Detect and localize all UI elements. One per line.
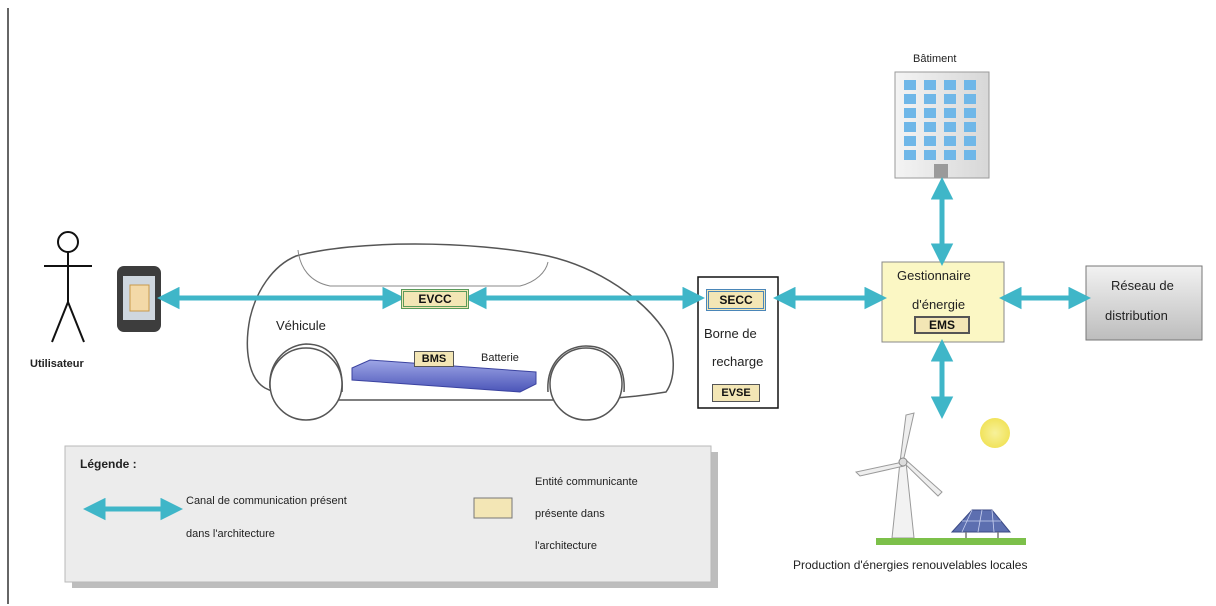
building-window <box>924 108 936 118</box>
user-label: Utilisateur <box>30 358 84 370</box>
building-window <box>924 94 936 104</box>
building-window <box>924 136 936 146</box>
building-window <box>964 150 976 160</box>
legend-entity-line3: l'architecture <box>535 540 598 552</box>
building-icon <box>894 71 990 179</box>
solar-panel-icon <box>950 509 1012 542</box>
building-window <box>944 150 956 160</box>
legend-title: Légende : <box>80 457 137 471</box>
legend-channel-line1: Canal de communication présent <box>186 495 347 507</box>
sun-icon <box>980 418 1010 448</box>
building-window <box>924 150 936 160</box>
ems-tag: EMS <box>914 316 970 334</box>
charger-label-line2: recharge <box>712 354 764 369</box>
battery-icon <box>351 359 537 393</box>
building-window <box>944 108 956 118</box>
building-window <box>904 122 916 132</box>
legend-entity-swatch <box>473 497 513 519</box>
building-window <box>904 136 916 146</box>
car-icon <box>246 243 674 421</box>
building-window <box>964 108 976 118</box>
building-window <box>964 80 976 90</box>
bms-tag: BMS <box>414 351 454 367</box>
charger-label-line1: Borne de <box>704 326 757 341</box>
evcc-tag: EVCC <box>401 289 469 309</box>
building-window <box>944 136 956 146</box>
grid-box <box>1085 265 1203 341</box>
evse-tag: EVSE <box>712 384 760 402</box>
legend-channel-line2: dans l'architecture <box>186 528 275 540</box>
building-window <box>904 150 916 160</box>
legend-entity-line2: présente dans <box>535 508 605 520</box>
building-window <box>924 122 936 132</box>
ems-label-line2: d'énergie <box>912 297 966 312</box>
building-window <box>944 94 956 104</box>
grid-label-line1: Réseau de <box>1111 278 1174 293</box>
building-window <box>904 94 916 104</box>
building-window <box>964 122 976 132</box>
building-window <box>924 80 936 90</box>
building-window <box>904 108 916 118</box>
wind-turbine-icon <box>854 412 943 539</box>
secc-tag: SECC <box>706 289 766 311</box>
battery-label: Batterie <box>481 352 519 364</box>
smartphone-icon <box>117 266 161 332</box>
ems-label-line1: Gestionnaire <box>897 268 971 283</box>
building-window <box>964 94 976 104</box>
legend-entity-line1: Entité communicante <box>535 476 638 488</box>
communication-channels <box>157 177 1091 419</box>
building-window <box>944 122 956 132</box>
user-figure-icon <box>44 231 92 343</box>
building-window <box>944 80 956 90</box>
building-window <box>964 136 976 146</box>
legend-box <box>64 445 718 588</box>
grass-strip <box>876 538 1026 545</box>
vehicle-label: Véhicule <box>276 318 326 333</box>
renewables-label: Production d'énergies renouvelables loca… <box>793 558 1028 572</box>
building-label: Bâtiment <box>913 53 957 65</box>
grid-label-line2: distribution <box>1105 308 1168 323</box>
building-window <box>904 80 916 90</box>
